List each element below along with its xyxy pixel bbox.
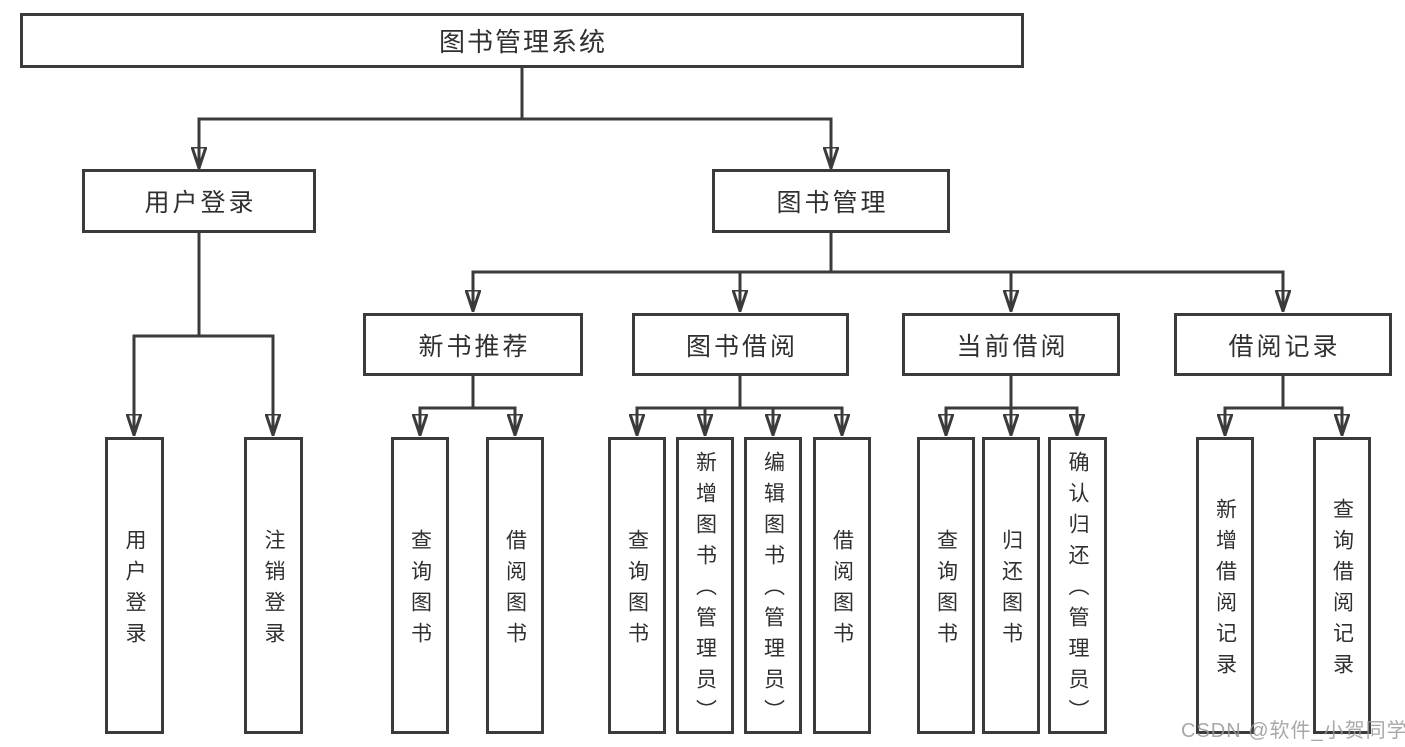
node-label: 当前借阅: [956, 332, 1069, 361]
leaf-confirm-return-admin: 确认归还（管理员）: [1048, 437, 1107, 734]
node-label: 图书管理系统: [438, 27, 607, 57]
node-user-login: 用户登录: [82, 169, 316, 233]
node-borrowing-records: 借阅记录: [1174, 313, 1392, 376]
csdn-watermark: CSDN @软件_小贺同学: [1181, 720, 1405, 742]
node-label: 查询图书: [934, 528, 958, 653]
node-label: 查询图书: [408, 528, 432, 653]
leaf-borrow-books-recommend: 借阅图书: [486, 437, 544, 734]
leaf-query-books-current: 查询图书: [917, 437, 975, 734]
node-label: 查询借阅记录: [1330, 497, 1354, 684]
leaf-query-books-recommend: 查询图书: [391, 437, 449, 734]
node-label: 新书推荐: [418, 332, 531, 361]
node-book-borrowing: 图书借阅: [632, 313, 849, 376]
node-book-management: 图书管理: [712, 169, 950, 233]
leaf-logout: 注销登录: [244, 437, 303, 734]
node-label: 借阅记录: [1228, 332, 1341, 361]
leaf-user-login: 用户登录: [105, 437, 164, 734]
node-label: 查询图书: [625, 528, 649, 653]
leaf-add-borrow-record: 新增借阅记录: [1196, 437, 1254, 734]
leaf-borrow-books-borrowing: 借阅图书: [813, 437, 871, 734]
node-label: 图书管理: [776, 189, 889, 217]
node-label: 新增借阅记录: [1213, 497, 1237, 684]
leaf-edit-book-admin: 编辑图书（管理员）: [744, 437, 802, 734]
node-new-book-recommend: 新书推荐: [363, 313, 583, 376]
node-label: 新增图书（管理员）: [693, 451, 717, 730]
leaf-return-book: 归还图书: [982, 437, 1040, 734]
node-label: 借阅图书: [503, 528, 527, 653]
node-label: 用户登录: [123, 528, 146, 653]
leaf-query-borrow-record: 查询借阅记录: [1313, 437, 1371, 734]
node-current-borrowing: 当前借阅: [902, 313, 1120, 376]
node-label: 编辑图书（管理员）: [761, 451, 785, 730]
node-label: 归还图书: [999, 528, 1023, 653]
node-label: 注销登录: [262, 528, 285, 653]
leaf-add-book-admin: 新增图书（管理员）: [676, 437, 734, 734]
node-library-system: 图书管理系统: [20, 13, 1024, 68]
node-label: 用户登录: [144, 189, 257, 217]
leaf-query-books-borrowing: 查询图书: [608, 437, 666, 734]
node-label: 确认归还（管理员）: [1066, 451, 1089, 730]
node-label: 图书借阅: [685, 332, 798, 361]
node-label: 借阅图书: [830, 528, 854, 653]
